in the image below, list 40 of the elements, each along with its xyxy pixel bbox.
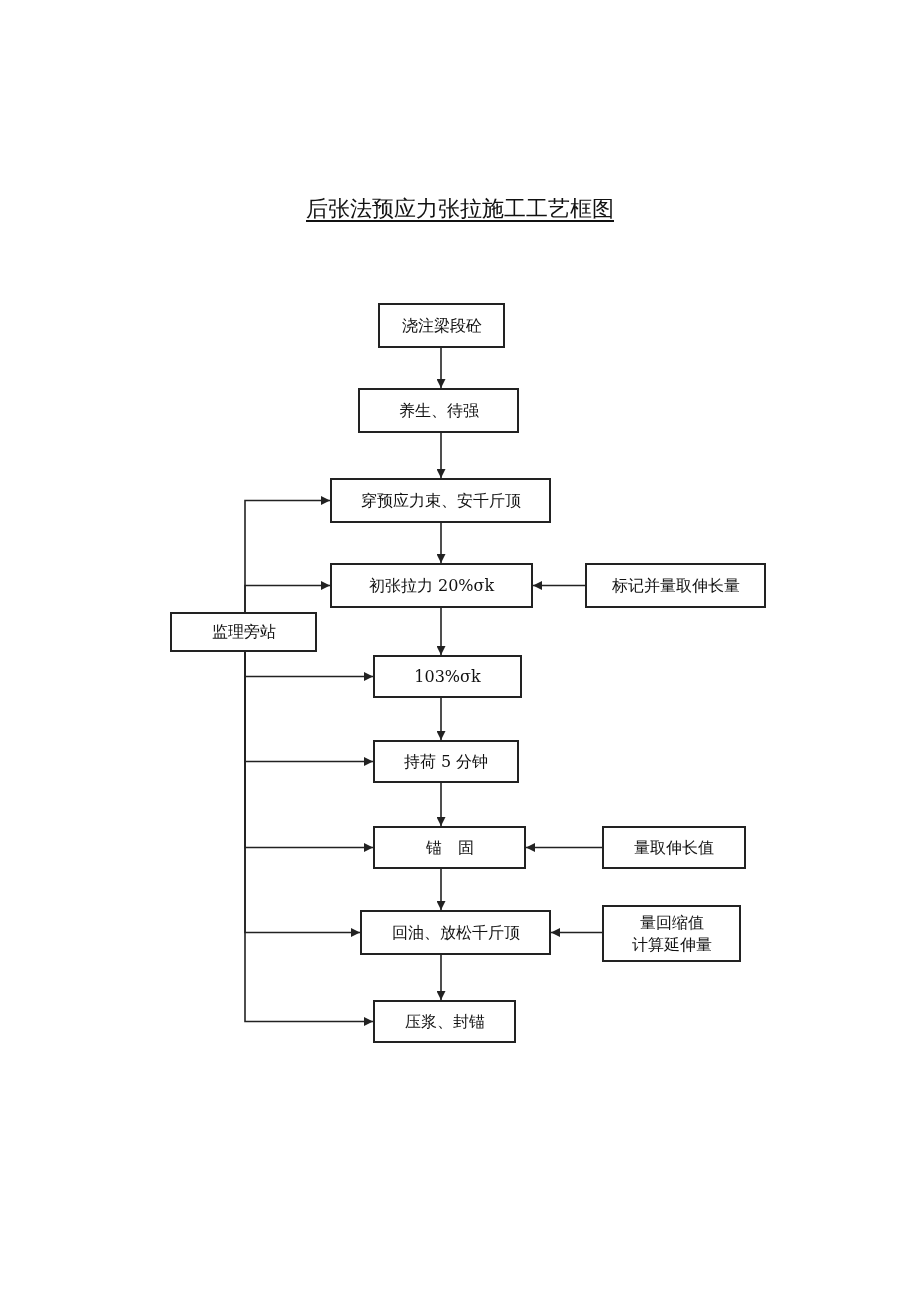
- process-box: [602, 905, 741, 962]
- step-label: 监理旁站: [211, 621, 276, 643]
- diagram-title: 后张法预应力张拉施工工艺框图: [305, 195, 615, 223]
- flow-arrow: [532, 581, 586, 590]
- step-label: 浇注梁段砼: [401, 314, 482, 337]
- flow-arrow: [436, 522, 446, 564]
- step-label: 初张拉力 20%σk: [368, 574, 495, 597]
- flow-arrow: [436, 782, 446, 827]
- step-label: 穿预应力束、安千斤顶: [360, 489, 521, 512]
- flow-arrow: [550, 928, 603, 937]
- step-label: 锚 固: [425, 836, 474, 859]
- process-box: [378, 303, 505, 348]
- process-box: [585, 563, 766, 608]
- flow-arrow: [525, 843, 603, 852]
- process-box: [373, 1000, 516, 1043]
- flow-arrow: [436, 432, 446, 479]
- step-label: 回油、放松千斤顶: [391, 921, 520, 944]
- flow-arrow: [436, 954, 446, 1001]
- process-box: [330, 478, 551, 523]
- flow-arrow: [436, 347, 446, 389]
- process-box: [602, 826, 746, 869]
- flow-arrow: [436, 697, 446, 741]
- step-label: 量回缩值: [639, 911, 704, 934]
- process-box: [373, 826, 526, 869]
- process-box: [373, 655, 522, 698]
- step-label: 标记并量取伸长量: [611, 574, 740, 597]
- step-label: 103%σk: [414, 665, 481, 688]
- step-label: 量取伸长值: [634, 836, 714, 859]
- process-box: [373, 740, 519, 783]
- process-box: [330, 563, 533, 608]
- process-box: [358, 388, 519, 433]
- flow-arrow: [436, 607, 446, 656]
- process-box: [170, 612, 317, 652]
- step-label: 持荷 5 分钟: [403, 750, 489, 773]
- step-label: 计算延伸量: [631, 933, 712, 956]
- step-label: 压浆、封锚: [404, 1010, 485, 1033]
- step-label: 养生、待强: [398, 399, 479, 422]
- flow-arrow: [436, 868, 446, 911]
- flow-arrow: [244, 581, 331, 613]
- process-box: [360, 910, 551, 955]
